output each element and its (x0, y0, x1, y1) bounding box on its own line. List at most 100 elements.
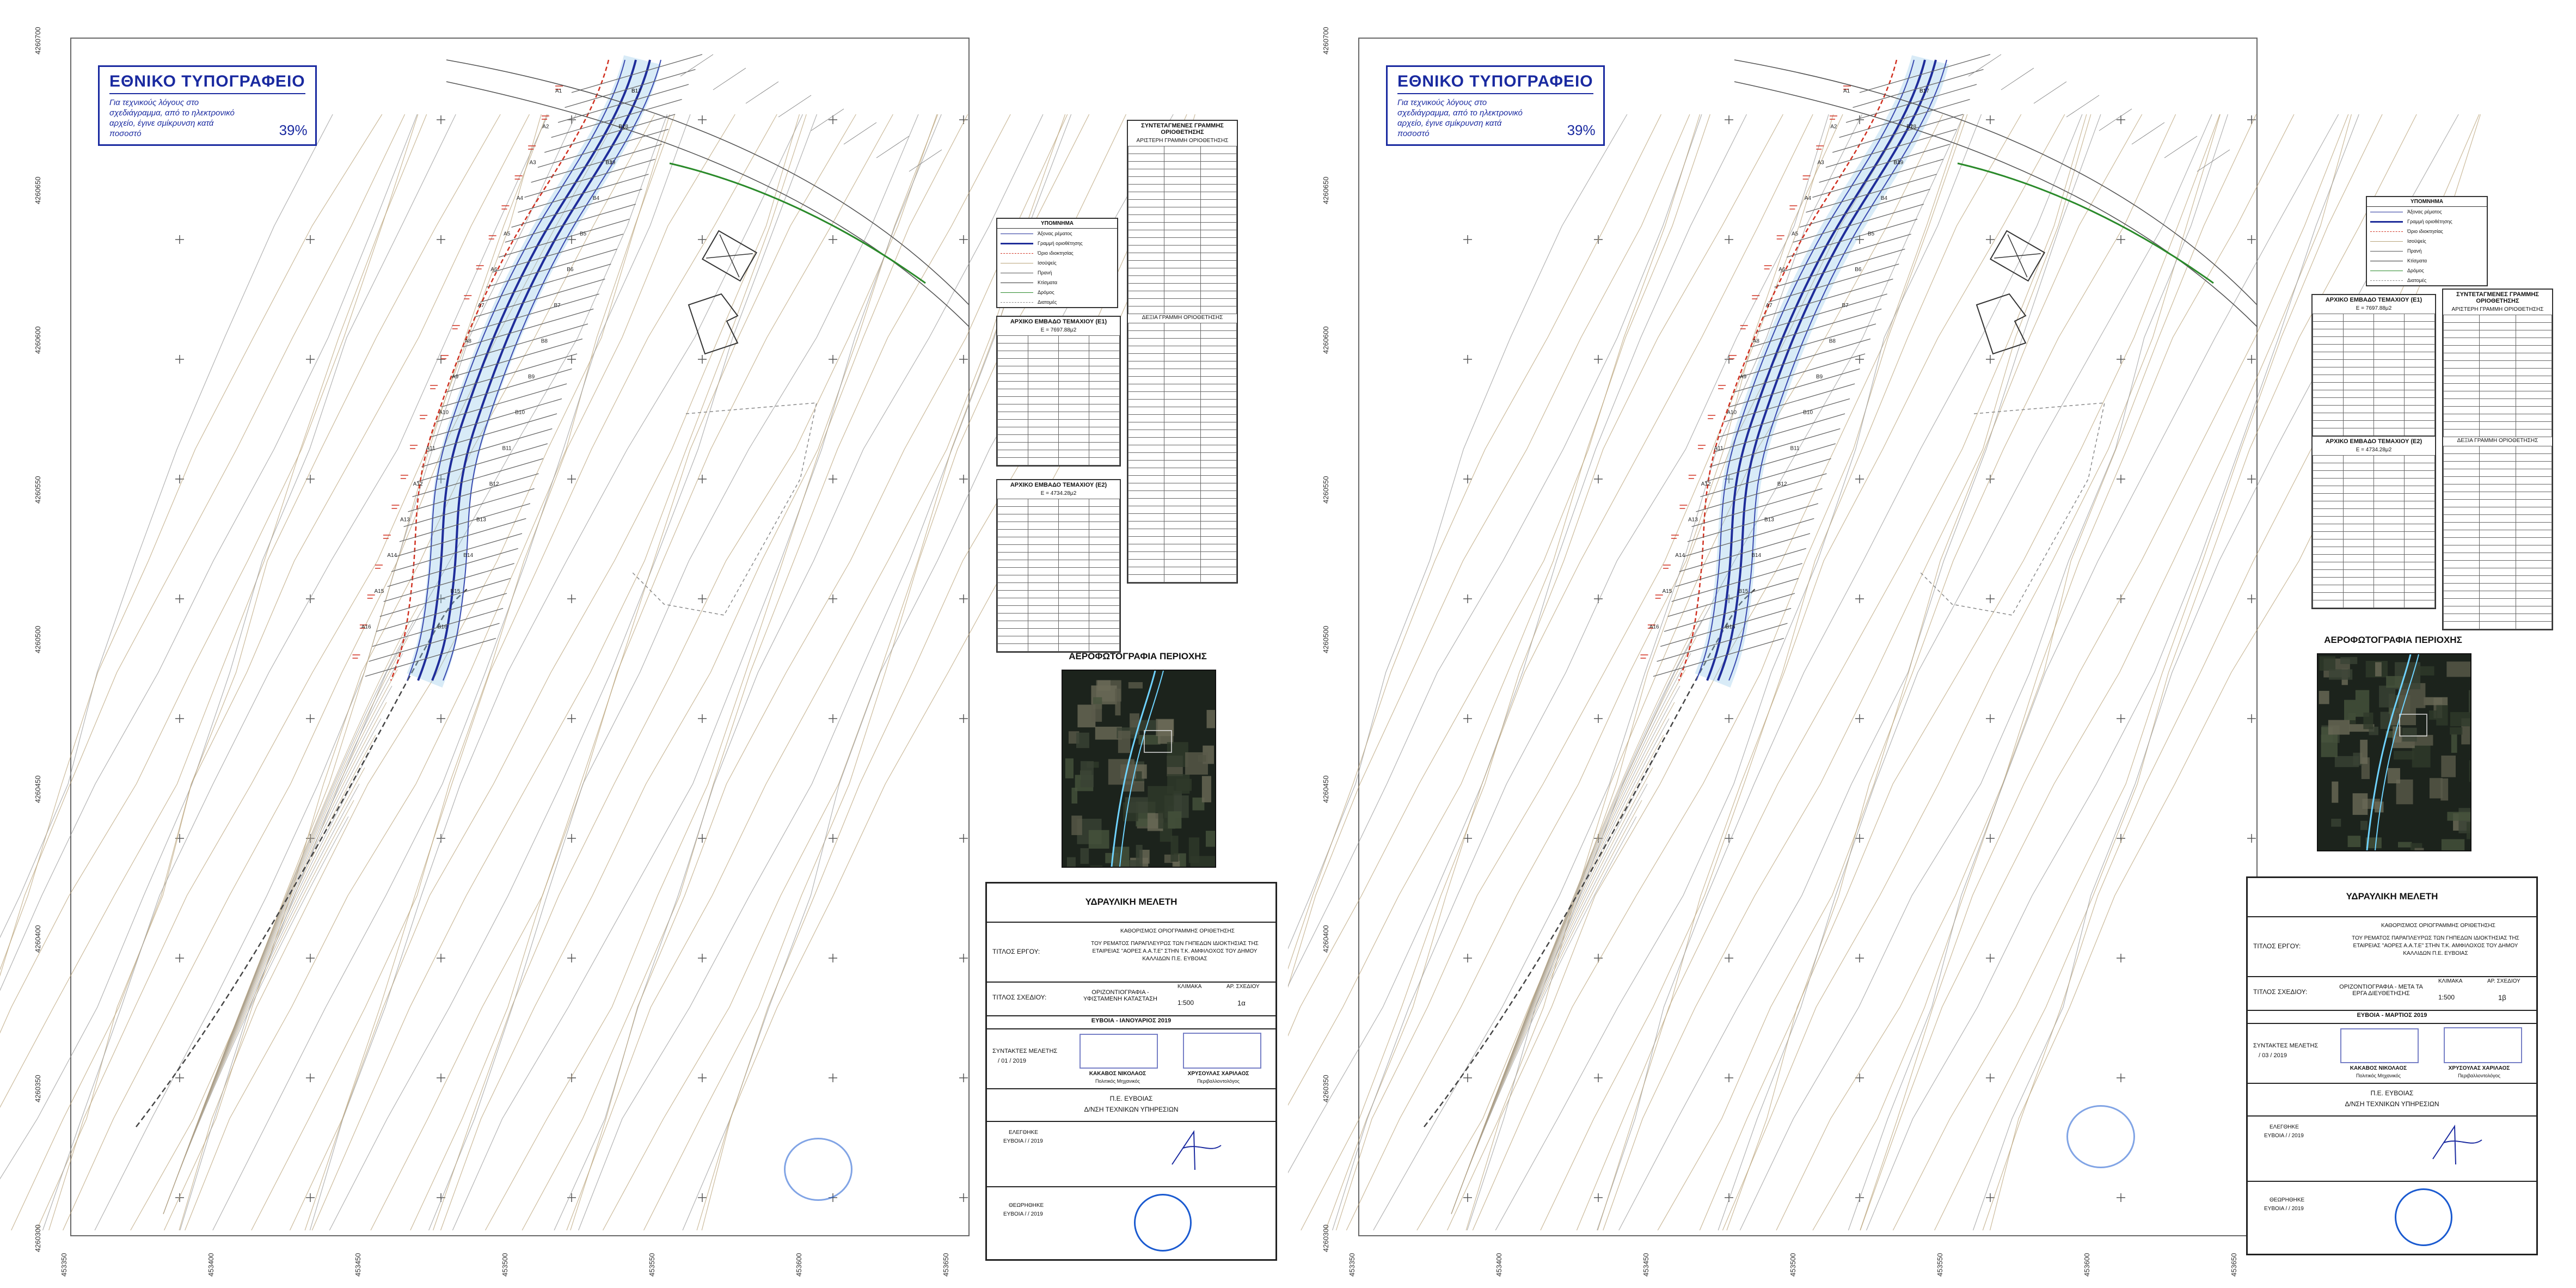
aerial-stream-overlay (1111, 671, 1156, 867)
grid-cross (2247, 235, 2256, 244)
x-axis-tick: 453650 (942, 1253, 950, 1277)
contour-line (163, 620, 414, 1215)
coordinate-left-title: ΑΡΙΣΤΕΡΗ ΓΡΑΜΜΗ ΟΡΙΟΘΕΤΗΣΗΣ (1136, 138, 1229, 144)
table-cell (2443, 338, 2480, 346)
cross-section-line (524, 158, 655, 198)
title-block-row: ΕΥΒΟΙΑ - ΜΑΡΤΙΟΣ 2019 (2248, 1010, 2536, 1024)
table-cell (1028, 567, 1059, 575)
table-cell (2404, 600, 2435, 608)
aerial-stream-overlay (2375, 654, 2419, 850)
table-cell (1164, 414, 1201, 422)
point-label: Α9 (452, 374, 459, 380)
contour-line (1288, 114, 1710, 1106)
table-cell (2404, 470, 2435, 479)
table-cell (1164, 529, 1201, 537)
legend-swatch (1001, 242, 1033, 244)
table-cell (1089, 575, 1120, 583)
area-table-e1: ΑΡΧΙΚΟ ΕΜΒΑΔΟ ΤΕΜΑΧΙΟΥ (Ε1)Ε = 7697.88μ2 (2311, 294, 2436, 445)
table-cell (997, 427, 1028, 435)
section-marker (1776, 235, 1784, 240)
authority-name: Π.Ε. ΕΥΒΟΙΑΣ (2370, 1089, 2414, 1097)
study-title: ΥΔΡΑΥΛΙΚΗ ΜΕΛΕΤΗ (2346, 891, 2438, 901)
grid-cross (1855, 355, 1864, 364)
project-title: ΤΟΥ ΡΕΜΑΤΟΣ ΠΑΡΑΠΛΕΥΡΩΣ ΤΩΝ ΓΗΠΕΔΩΝ ΙΔΙΟ… (1091, 941, 1259, 962)
grid-cross (2117, 235, 2125, 244)
boundary-line (1728, 59, 1947, 681)
point-label: Α12 (413, 481, 423, 487)
table-cell (2373, 390, 2405, 398)
table-cell (1127, 407, 1165, 415)
table-cell (2404, 516, 2435, 524)
table-cell (1058, 396, 1089, 404)
grid-crosses (1463, 115, 2256, 1202)
table-cell (2479, 368, 2516, 376)
table-cell (2443, 522, 2480, 530)
table-cell (1200, 468, 1237, 476)
table-cell (1200, 245, 1237, 253)
point-label: Α10 (439, 410, 449, 416)
aerial-texture (2386, 676, 2404, 688)
point-label: Β7 (554, 303, 561, 309)
contour-line (1451, 604, 1708, 1215)
aerial-texture (1205, 831, 1215, 847)
section-marker (383, 535, 391, 539)
table-cell (997, 396, 1028, 404)
table-cell (1164, 521, 1201, 529)
table-cell (1028, 442, 1059, 450)
table-cell (2515, 398, 2553, 407)
table-cell (2479, 591, 2516, 599)
point-label: Α16 (361, 624, 371, 630)
table-cell (2515, 368, 2553, 376)
table-cell (2313, 508, 2344, 517)
y-axis-tick: 4260350 (34, 1075, 42, 1102)
table-cell (2343, 455, 2374, 463)
contour-line (289, 114, 777, 1231)
legend-swatch (1001, 253, 1033, 254)
table-cell (1089, 506, 1120, 514)
cross-section-line (571, 54, 703, 93)
area-table-e2: ΑΡΧΙΚΟ ΕΜΒΑΔΟ ΤΕΜΑΧΙΟΥ (Ε2)Ε = 4734.28μ2 (996, 479, 1121, 653)
table-cell (2313, 359, 2344, 367)
aerial-texture (2397, 842, 2412, 848)
grid-cross (306, 235, 315, 244)
table-cell (1200, 338, 1237, 346)
table-area: Ε = 4734.28μ2 (2356, 447, 2392, 453)
table-cell (1058, 613, 1089, 621)
table-cell (2479, 353, 2516, 361)
table-cell (2443, 330, 2480, 338)
table-cell (1200, 529, 1237, 537)
table-cell (2373, 562, 2405, 570)
legend-label: Όριο ιδιοκτησίας (1038, 250, 1074, 256)
contour-line (185, 114, 676, 1231)
table-cell (2443, 545, 2480, 553)
table-area: Ε = 7697.88μ2 (1040, 327, 1077, 333)
table-cell (2404, 329, 2435, 337)
table-cell (1127, 551, 1165, 560)
table-cell (1164, 483, 1201, 491)
grid-cross (2117, 594, 2125, 603)
contour-line (1597, 114, 2083, 1231)
table-cell (1127, 330, 1165, 339)
table-cell (2515, 391, 2553, 399)
table-cell (2443, 537, 2480, 545)
legend-item: Ισοϋψείς (997, 258, 1117, 268)
author-1-role: Πολιτικός Μηχανικός (1095, 1078, 1140, 1084)
table-cell (2515, 453, 2553, 462)
cross-section-line (1660, 608, 1792, 647)
table-cell (1089, 522, 1120, 530)
table-cell (2443, 530, 2480, 538)
section-marker (1647, 624, 1655, 629)
cross-section-line (451, 338, 583, 378)
map-frame (70, 38, 970, 1236)
grid-cross (1986, 834, 1995, 843)
table-cell (1028, 396, 1059, 404)
table-cell (2515, 514, 2553, 523)
table-cell (2404, 562, 2435, 570)
table-cell (2479, 376, 2516, 384)
legend-swatch (2370, 250, 2403, 252)
cross-section-line (1724, 383, 1855, 422)
aerial-texture (1172, 861, 1180, 867)
table-cell (2373, 455, 2405, 463)
table-cell (2313, 600, 2344, 608)
